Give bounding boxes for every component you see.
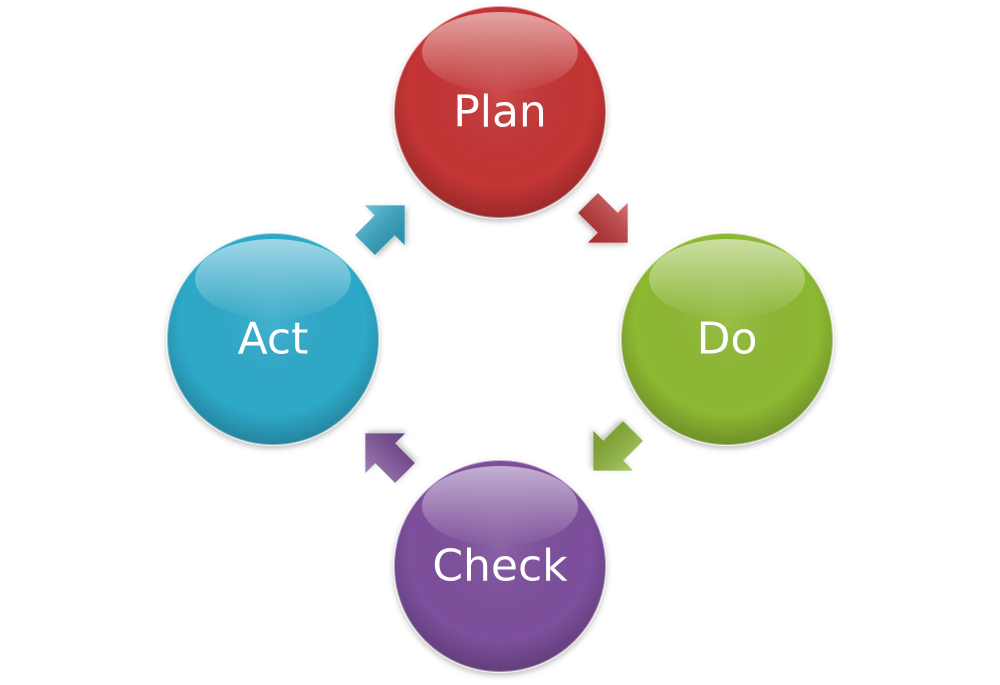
node-do: Do [620, 232, 834, 446]
node-plan: Plan [393, 5, 607, 219]
arrow-plan-to-do [578, 193, 628, 243]
node-plan-label: Plan [453, 87, 547, 138]
node-act-label: Act [238, 314, 309, 365]
node-act: Act [166, 232, 380, 446]
node-do-label: Do [697, 314, 758, 365]
arrow-check-to-act [365, 433, 415, 483]
arrow-act-to-plan [355, 205, 405, 255]
arrow-do-to-check [593, 421, 643, 471]
node-check-label: Check [432, 541, 568, 592]
node-check: Check [393, 459, 607, 673]
